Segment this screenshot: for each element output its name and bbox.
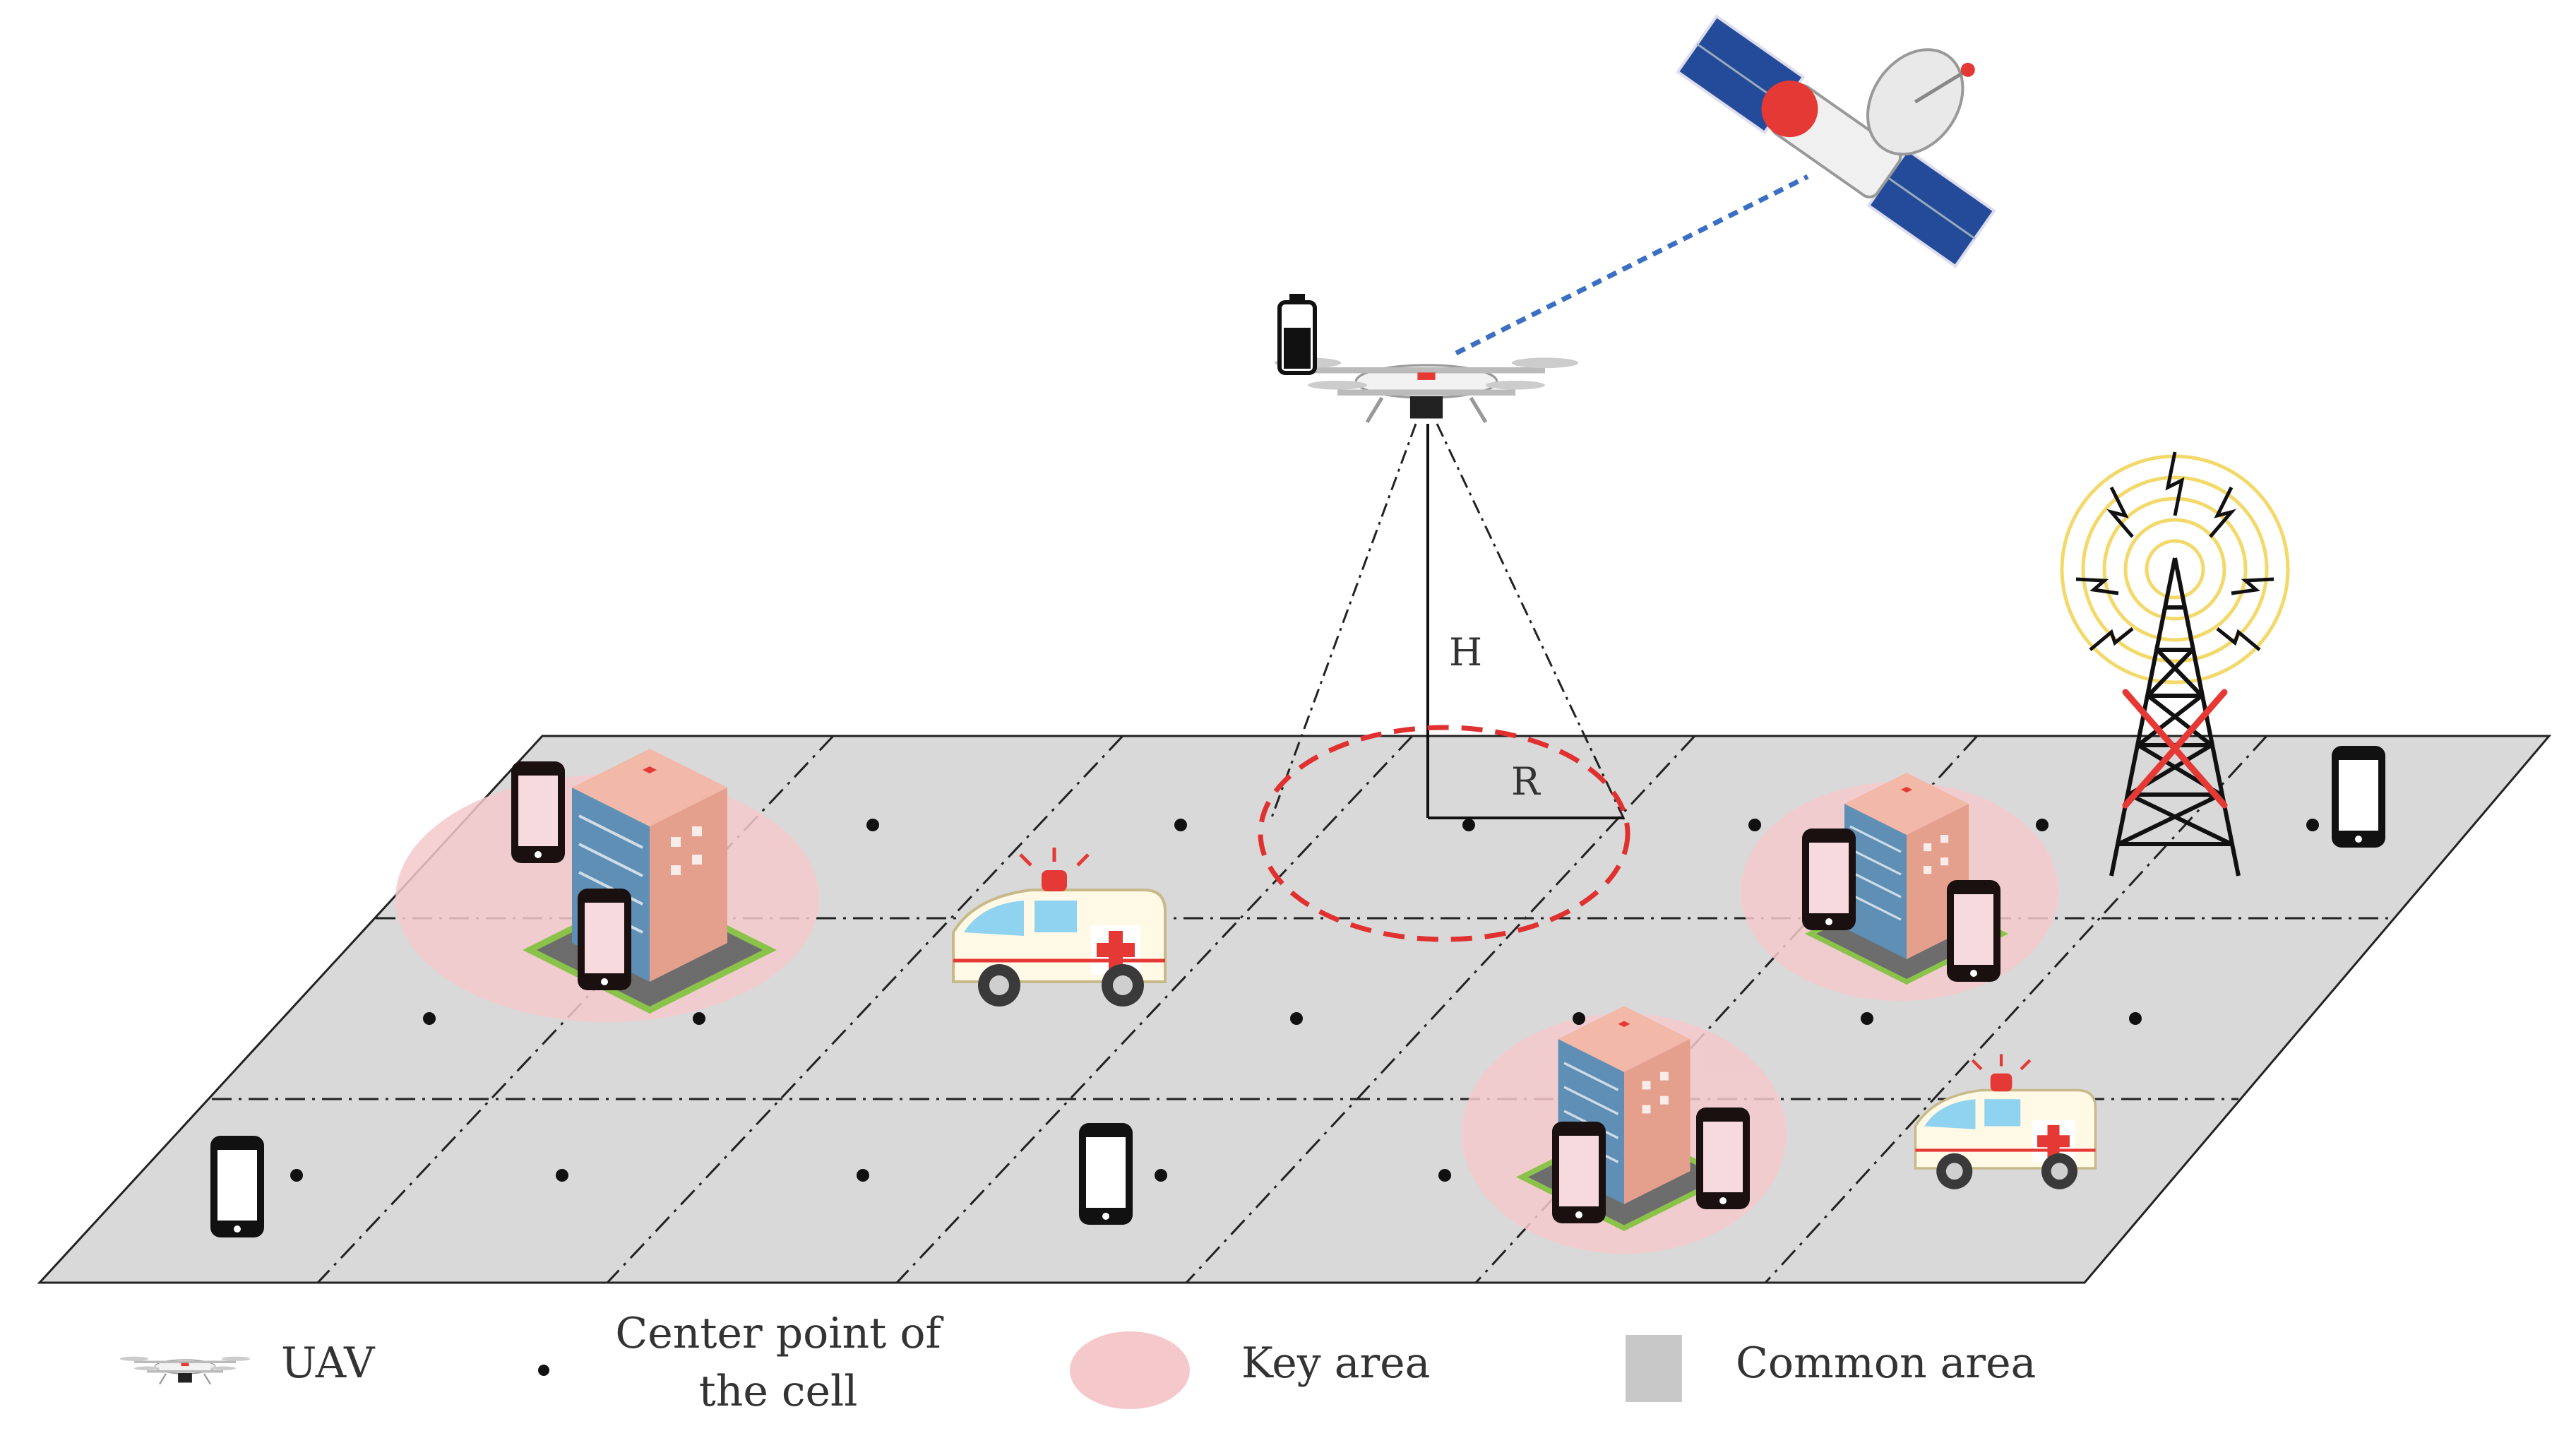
satellite-icon xyxy=(1676,14,1996,268)
legend-center-point-label-line2: the cell xyxy=(699,1367,858,1416)
smartphone-icon xyxy=(1696,1108,1750,1209)
smartphone-icon xyxy=(1079,1123,1133,1225)
smartphone-icon xyxy=(2332,746,2385,848)
legend-common-area-label: Common area xyxy=(1736,1338,2036,1388)
cell-tower-icon xyxy=(2060,451,2290,877)
uav-coverage-cone xyxy=(1270,423,1626,820)
legend-uav-icon xyxy=(118,1355,252,1386)
smartphone-icon xyxy=(1552,1122,1606,1223)
satellite-link xyxy=(1455,174,1809,356)
battery-icon xyxy=(1277,294,1317,375)
legend-uav-label: UAV xyxy=(281,1338,376,1388)
legend-center-point-label-line1: Center point of xyxy=(615,1309,943,1358)
height-label: H xyxy=(1449,630,1482,675)
smartphone-icon xyxy=(1802,829,1856,930)
radius-label: R xyxy=(1511,759,1541,804)
uav-drone-icon xyxy=(1275,357,1579,422)
legend: UAV Center point of the cell Key area Co… xyxy=(118,1309,2036,1416)
smartphone-icon xyxy=(578,889,631,990)
smartphone-icon xyxy=(511,761,565,863)
smartphone-icon xyxy=(1947,880,2000,982)
legend-center-point-icon xyxy=(538,1365,549,1376)
legend-key-area-label: Key area xyxy=(1241,1338,1430,1388)
coverage-circle xyxy=(1258,725,1630,942)
legend-key-area-swatch xyxy=(1070,1331,1190,1409)
smartphone-icon xyxy=(210,1136,264,1237)
cell-center-points xyxy=(290,819,2319,1182)
legend-common-area-swatch xyxy=(1626,1335,1682,1402)
